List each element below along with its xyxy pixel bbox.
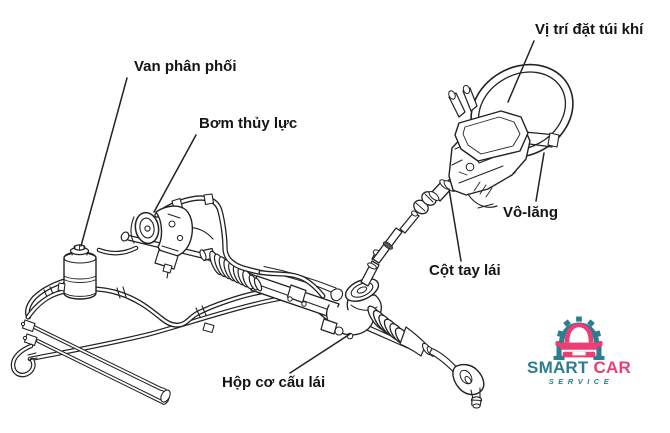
return-hose-lower [27, 295, 310, 362]
gear-with-car-icon [553, 316, 605, 360]
steering-column [372, 166, 476, 264]
stalk-levers [448, 84, 478, 118]
logo-tagline: SERVICE [548, 377, 614, 386]
label-hydraulic-pump: Bơm thủy lực [199, 115, 298, 132]
pinion-valve-housing [320, 249, 383, 340]
tie-rod-end [428, 347, 485, 409]
leader-lines [80, 40, 545, 374]
logo-word-car: CAR [593, 358, 631, 377]
cooler-lines [10, 319, 171, 405]
label-airbag-location: Vị trí đặt túi khí [535, 21, 644, 38]
label-steering-wheel: Vô-lăng [503, 204, 558, 221]
airbag-pad [454, 110, 529, 162]
logo-word-smart: SMART [527, 358, 589, 377]
label-steering-gear-box: Hộp cơ cấu lái [222, 374, 326, 391]
steering-rack [199, 247, 485, 409]
hydraulic-pump [96, 205, 194, 279]
oil-reservoir [57, 244, 97, 300]
label-distribution-valve: Van phân phối [134, 58, 237, 75]
pump-pulley [130, 211, 160, 245]
label-steering-column: Cột tay lái [429, 262, 501, 279]
left-bellows [209, 250, 263, 292]
